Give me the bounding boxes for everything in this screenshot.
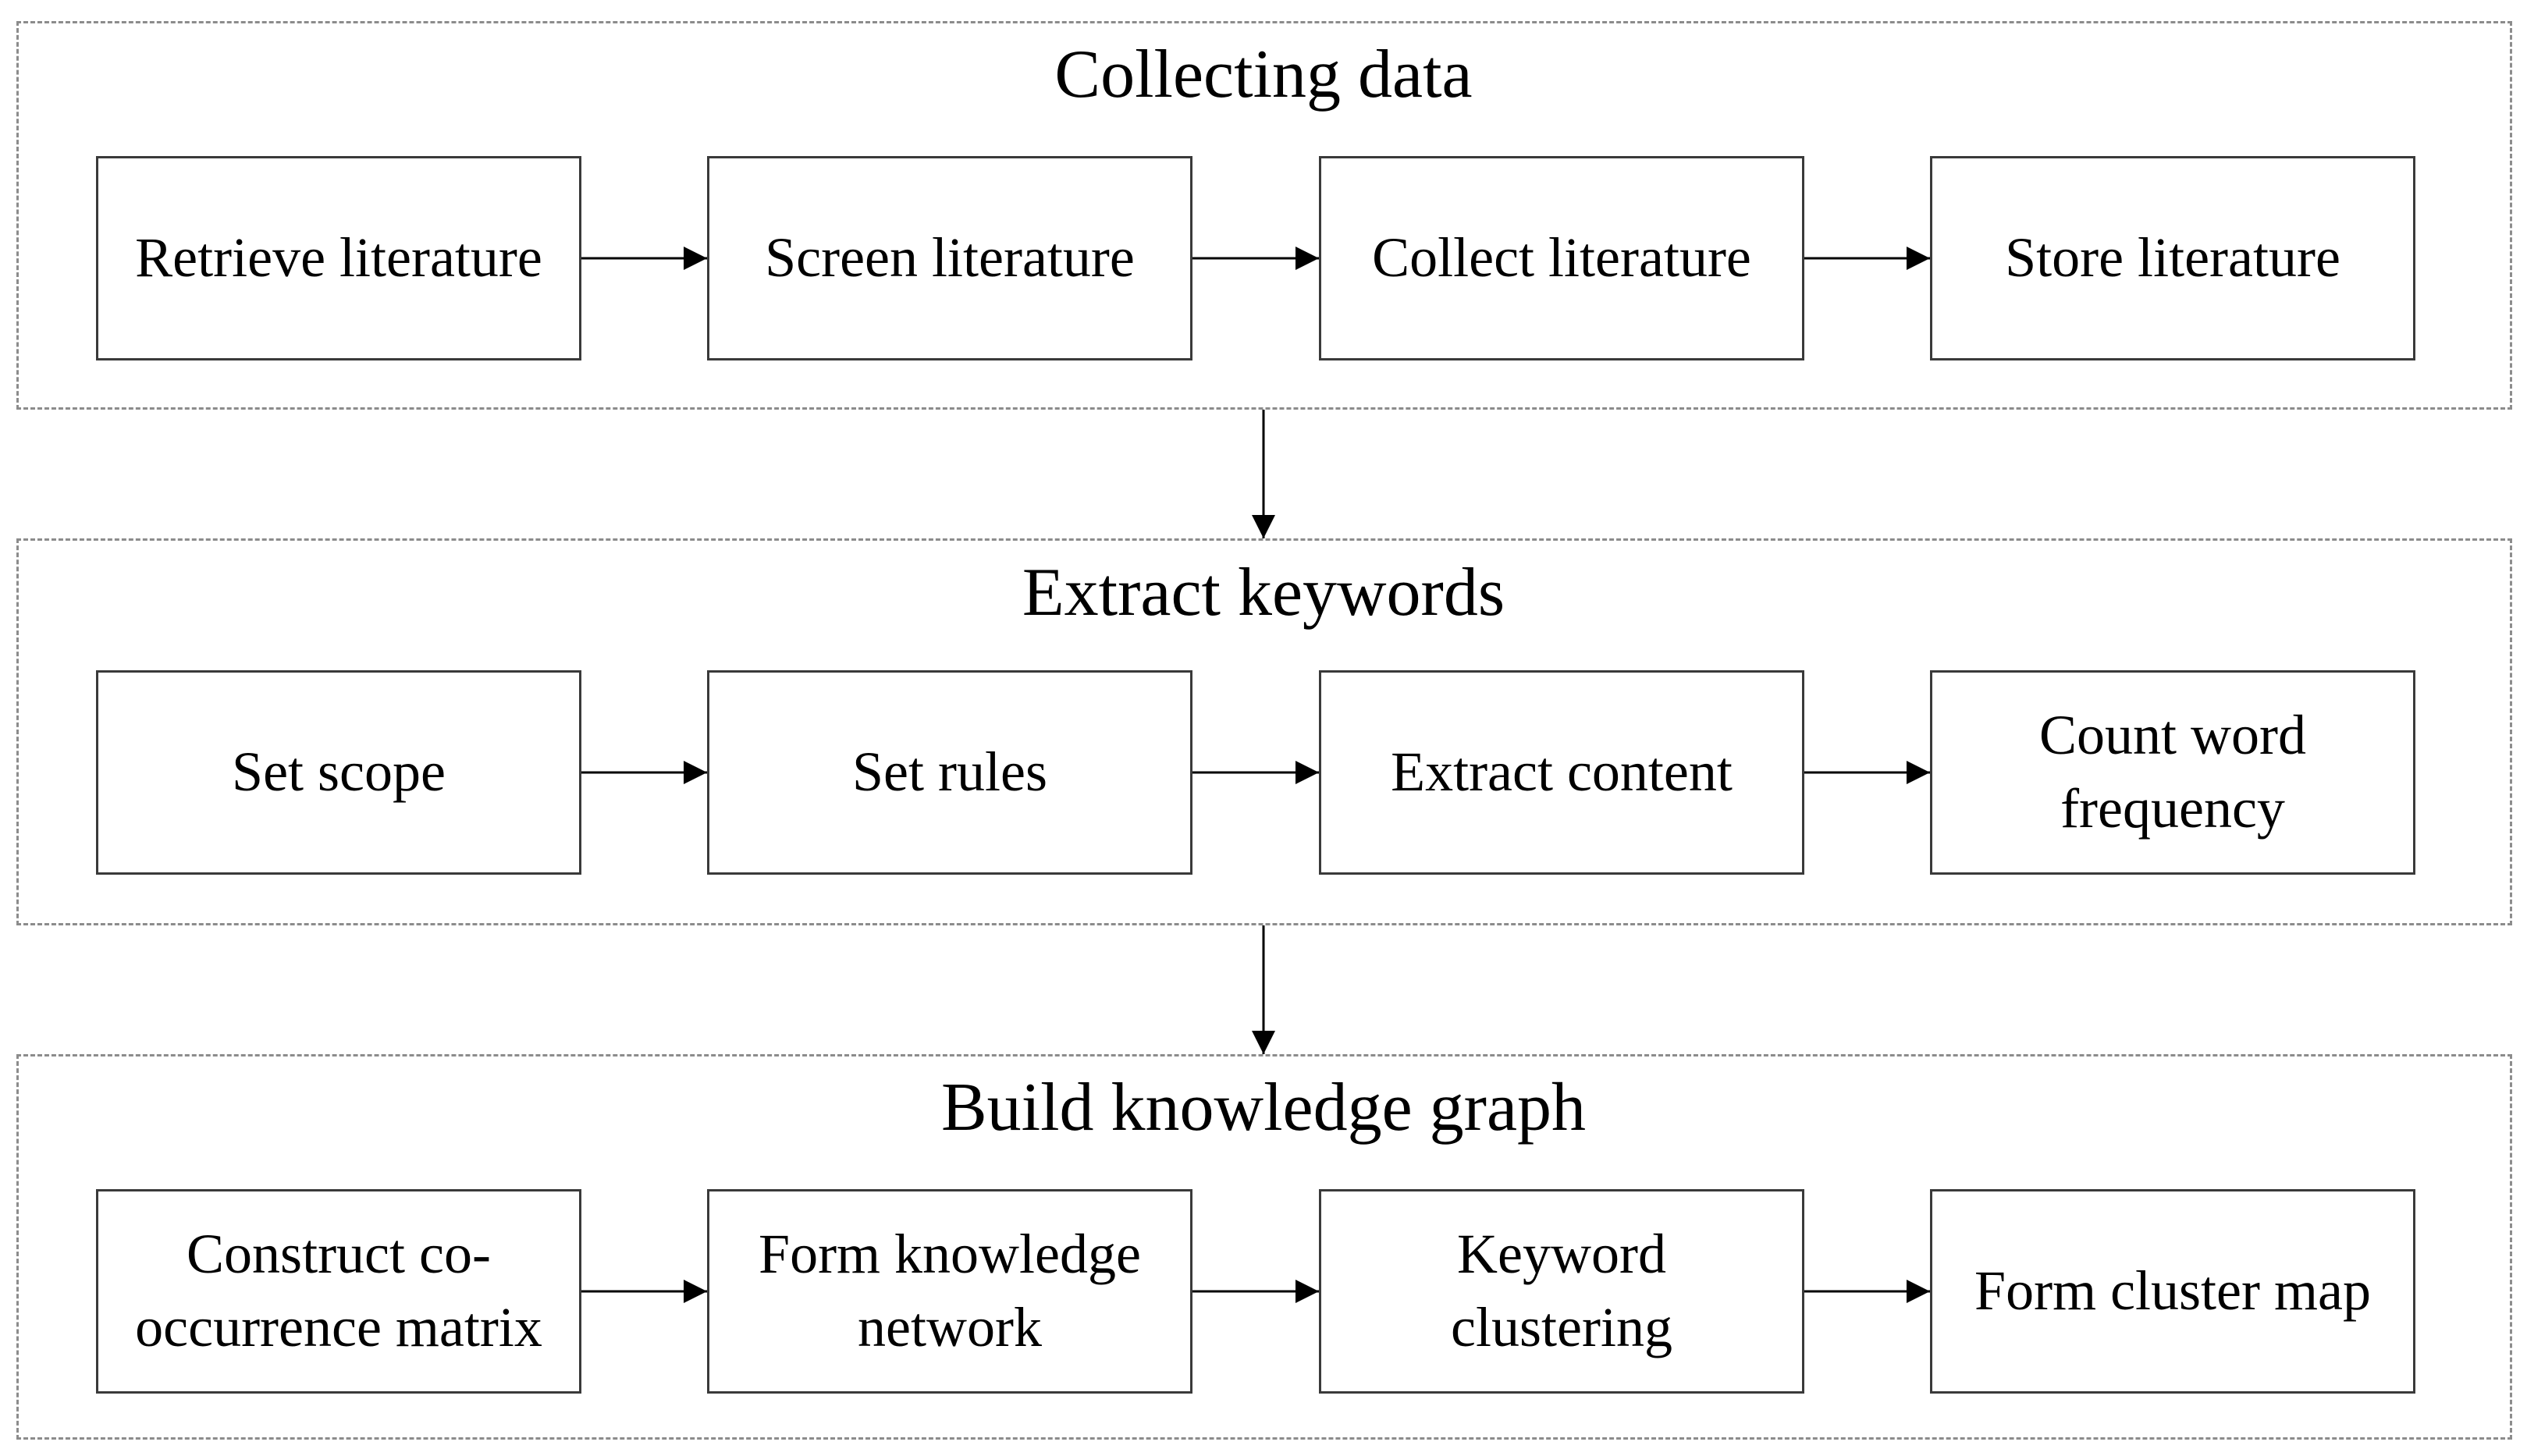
step-box: Retrieve literature — [96, 156, 581, 360]
section-title: Collecting data — [1054, 37, 1473, 112]
section-extract-keywords — [16, 538, 2512, 925]
step-box: Count word frequency — [1930, 670, 2415, 875]
section-collecting-data — [16, 21, 2512, 410]
step-box: Set rules — [707, 670, 1192, 875]
step-box: Collect literature — [1319, 156, 1804, 360]
step-box: Store literature — [1930, 156, 2415, 360]
step-box: Screen literature — [707, 156, 1192, 360]
step-box: Set scope — [96, 670, 581, 875]
step-box: Extract content — [1319, 670, 1804, 875]
step-box: Form knowledge network — [707, 1189, 1192, 1394]
section-title: Extract keywords — [1022, 555, 1505, 630]
step-box: Construct co- occurrence matrix — [96, 1189, 581, 1394]
step-box: Form cluster map — [1930, 1189, 2415, 1394]
step-box: Keyword clustering — [1319, 1189, 1804, 1394]
section-build-knowledge-graph — [16, 1054, 2512, 1440]
section-title: Build knowledge graph — [940, 1070, 1587, 1145]
